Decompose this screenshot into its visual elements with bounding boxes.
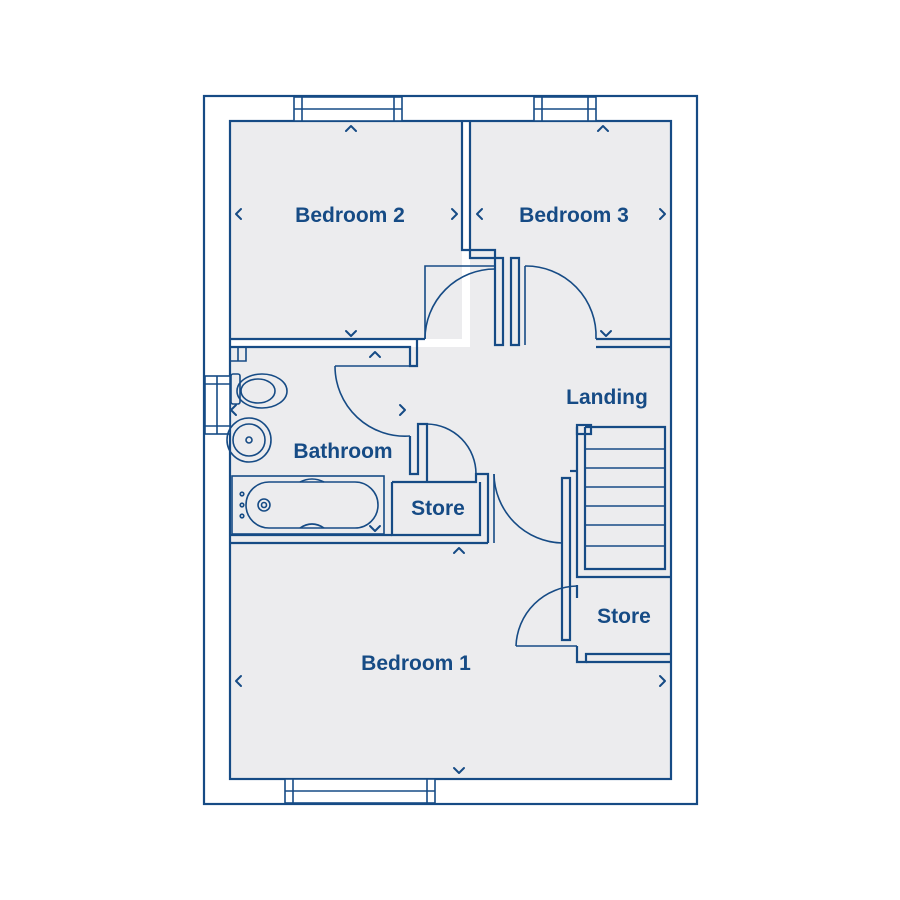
door-bathroom [334,365,411,437]
label-bedroom-1: Bedroom 1 [361,652,471,675]
arrow-right-icon [451,208,458,220]
arrow-left-icon [230,404,237,416]
arrow-left-icon [235,208,242,220]
dimension-arrows [230,125,666,774]
door-bedroom-2 [424,268,496,340]
windows [204,96,597,804]
label-store-small: Store [411,497,465,520]
label-bathroom: Bathroom [293,440,392,463]
arrow-down-icon [453,767,465,774]
arrow-right-icon [399,404,406,416]
door-bedroom-1 [493,473,563,544]
arrow-down-icon [600,330,612,337]
room-labels: Bedroom 2 Bedroom 3 Landing Bathroom Sto… [293,204,650,675]
arrow-left-icon [235,675,242,687]
staircase [585,448,665,547]
doors [334,265,597,647]
bath-icon [231,475,385,535]
arrow-left-icon [476,208,483,220]
arrow-down-icon [345,330,357,337]
arrow-up-icon [369,351,381,358]
wall-bathroom-right [408,422,429,482]
floor-landing-bathroom [230,347,671,543]
label-bedroom-3: Bedroom 3 [519,204,629,227]
arrow-up-icon [597,125,609,132]
arrow-up-icon [345,125,357,132]
door-bedroom-3 [524,265,597,340]
floor-bedroom-2 [230,121,462,339]
arrow-up-icon [453,547,465,554]
label-landing: Landing [566,386,648,409]
toilet-icon [230,373,288,409]
floor-fills [230,121,671,779]
door-store-small [426,423,477,475]
wall-bed2-bed3 [460,121,505,347]
bathroom-fixtures [226,373,385,535]
label-bedroom-2: Bedroom 2 [295,204,405,227]
label-store-large: Store [597,605,651,628]
arrow-right-icon [659,675,666,687]
wall-stairs-left [575,427,671,579]
arrow-down-icon [369,525,381,532]
sink-icon [226,417,272,463]
arrow-right-icon [659,208,666,220]
door-store-large [515,585,578,647]
floor-bedroom-3 [470,121,671,347]
